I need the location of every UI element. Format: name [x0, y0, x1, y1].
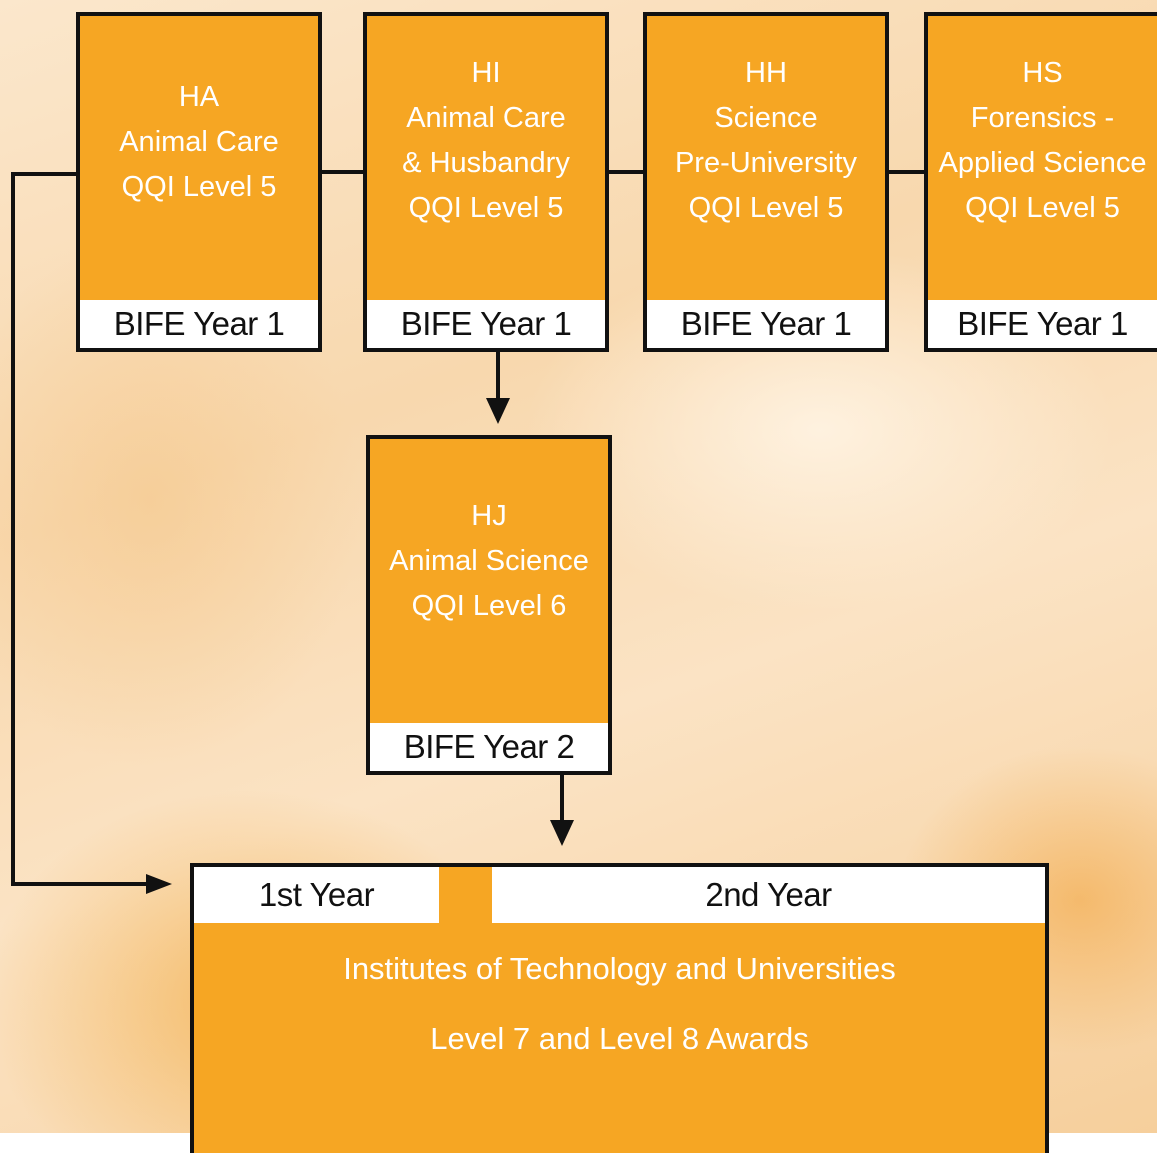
course-code: HJ — [471, 499, 507, 532]
awards-text: Level 7 and Level 8 Awards — [430, 1021, 809, 1056]
connector-ha-to-degree — [11, 172, 150, 886]
course-line: Science — [714, 102, 818, 134]
course-box-hh: HH Science Pre-University QQI Level 5 BI… — [643, 12, 889, 352]
first-year-label: 1st Year — [194, 867, 439, 923]
course-line: QQI Level 5 — [408, 192, 564, 224]
course-line: Applied Science — [938, 147, 1147, 179]
year-label: BIFE Year 1 — [928, 300, 1157, 348]
course-code: HA — [178, 80, 220, 113]
course-line: Animal Care — [119, 125, 279, 158]
course-code: HS — [1022, 57, 1063, 89]
course-code: HH — [745, 57, 787, 89]
course-line: QQI Level 6 — [411, 589, 567, 622]
year-label: BIFE Year 1 — [367, 300, 605, 348]
course-line: Pre-University — [674, 147, 858, 179]
arrow-head-icon — [550, 820, 574, 846]
degree-destination-box: 1st Year 2nd Year Institutes of Technolo… — [190, 863, 1049, 1153]
course-line: & Husbandry — [402, 147, 570, 179]
course-box-ha: HA Animal Care QQI Level 5 BIFE Year 1 — [76, 12, 322, 352]
course-box-hj: HJ Animal Science QQI Level 6 BIFE Year … — [366, 435, 612, 775]
course-line: Animal Care — [406, 102, 566, 134]
arrow-head-icon — [146, 874, 172, 894]
arrow-head-icon — [486, 398, 510, 424]
course-line: Animal Science — [389, 544, 589, 577]
course-code: HI — [471, 57, 501, 89]
course-line: QQI Level 5 — [965, 192, 1120, 224]
course-box-hs: HS Forensics - Applied Science QQI Level… — [924, 12, 1157, 352]
course-box-hi: HI Animal Care & Husbandry QQI Level 5 B… — [363, 12, 609, 352]
institutes-text: Institutes of Technology and Universitie… — [343, 951, 896, 986]
course-line: QQI Level 5 — [688, 192, 844, 224]
year-label: BIFE Year 2 — [370, 723, 608, 771]
course-line: QQI Level 5 — [121, 170, 277, 203]
year-label: BIFE Year 1 — [647, 300, 885, 348]
second-year-label: 2nd Year — [492, 867, 1045, 923]
course-line: Forensics - — [970, 102, 1115, 134]
year-label: BIFE Year 1 — [80, 300, 318, 348]
